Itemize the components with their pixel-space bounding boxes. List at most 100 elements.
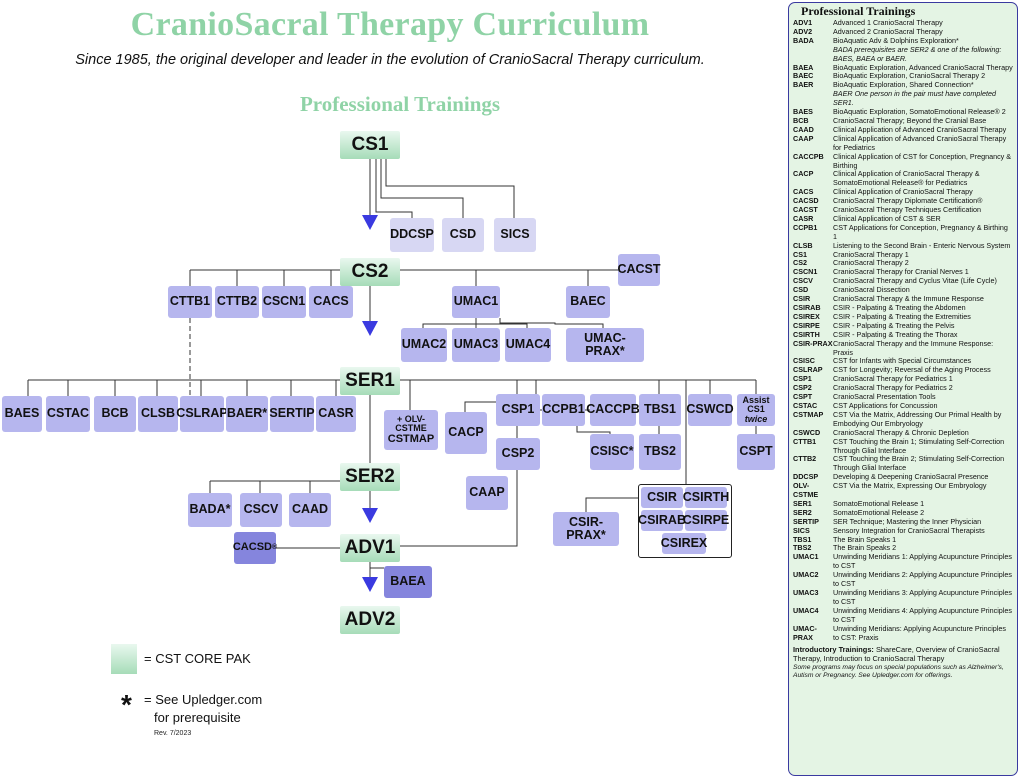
glossary-definition-text: Clinical Application of CranioSacral The… [833, 187, 973, 197]
glossary-definition: CranioSacral Therapy for Cranial Nerves … [833, 267, 1013, 277]
glossary-definition: CST Via the Matrix, Addressing Our Prima… [833, 409, 1013, 429]
glossary-definition-text: CST for Longevity; Reversal of the Aging… [833, 365, 991, 375]
course-csirex: CSIREX [661, 533, 707, 554]
glossary-code: CSIR [793, 294, 811, 304]
tagline: Since 1985, the original developer and l… [75, 52, 705, 68]
course-csisc: CSISC* [590, 434, 634, 470]
core-pak-legend: = CST CORE PAK [144, 651, 251, 666]
glossary-definition: BioAquatic Exploration, Shared Connectio… [833, 80, 1013, 108]
glossary-definition: CranioSacral Therapy for Pediatrics 2 [833, 383, 1013, 393]
glossary-title: Professional Trainings [801, 4, 916, 18]
glossary-definition-text: Clinical Application of CranioSacral The… [833, 169, 980, 188]
glossary-definition-text: CST Touching the Brain 1; Stimulating Se… [833, 436, 1005, 455]
glossary-entry: CCPB1 CST Applications for Conception, Pr… [793, 222, 1013, 242]
course-baec: BAEC [566, 286, 610, 318]
glossary-definition-text: BioAquatic Adv & Dolphins Exploration* [833, 35, 959, 45]
glossary-definition: CranioSacral Therapy Techniques Certific… [833, 205, 1013, 215]
glossary-definition: SomatoEmotional Release 1 [833, 498, 1013, 509]
glossary-entry: CSIR CranioSacral Therapy & the Immune Re… [793, 294, 1013, 304]
glossary-definition: CST for Longevity; Reversal of the Aging… [833, 365, 1013, 375]
glossary-definition-text: Clinical Application of CST for Concepti… [833, 151, 1012, 170]
glossary-definition-text: CranioSacral Therapy; Beyond the Cranial… [833, 115, 987, 125]
glossary-code: CSPT [793, 392, 813, 402]
glossary-definition-text: CranioSacral Therapy & Chronic Depletion [833, 427, 969, 437]
glossary-definition-text: Unwinding Meridians: Applying Acupunctur… [833, 623, 1006, 642]
glossary-code: CAAP [793, 133, 814, 143]
glossary-definition-text: Listening to the Second Brain - Enteric … [833, 240, 1011, 250]
glossary-code: UMAC4 [793, 605, 819, 615]
glossary-definition-text: CST Applications for Concussion [833, 400, 938, 410]
glossary-definition-text: Unwinding Meridians 2: Applying Acupunct… [833, 570, 1012, 589]
glossary-code: SERTIP [793, 516, 819, 526]
course-csirab: CSIRAB [638, 510, 686, 531]
glossary-code: CSTAC [793, 400, 818, 410]
glossary-definition-text: CranioSacral Therapy & the Immune Respon… [833, 294, 984, 304]
glossary-definition: CranioSacral Therapy 2 [833, 259, 1013, 268]
glossary-definition: CST Touching the Brain 1; Stimulating Se… [833, 436, 1013, 456]
glossary-definition: Clinical Application of CranioSacral The… [833, 170, 1013, 188]
registered-mark: ® [271, 544, 278, 552]
glossary-code: BCB [793, 115, 809, 125]
glossary-code: CSCV [793, 276, 813, 286]
glossary-note: BADA prerequisites are SER2 & one of the… [833, 44, 1002, 63]
glossary-code: CS2 [793, 258, 807, 268]
glossary-definition-text: CST Via the Matrix, Addressing Our Prima… [833, 409, 1002, 428]
glossary-definition: Advanced 2 CranioSacral Therapy [833, 27, 1013, 37]
course-ccpb1: CCPB1 [542, 394, 585, 426]
glossary-definition: Clinical Application of CST for Concepti… [833, 151, 1013, 171]
glossary-definition-text: CranioSacral Therapy and Cyclus Vitae (L… [833, 276, 997, 286]
course-umac2: UMAC2 [401, 328, 447, 362]
glossary-definition-text: CranioSacral Therapy 2 [833, 258, 909, 268]
glossary-code: CSD [793, 285, 809, 295]
glossary-code: CCPB1 [793, 222, 818, 232]
section-heading: Professional Trainings [299, 92, 501, 116]
glossary-code: BAES [793, 107, 813, 117]
glossary-definition-text: SomatoEmotional Release 1 [833, 498, 925, 508]
glossary-code: DDCSP [793, 472, 819, 482]
course-cttb1: CTTB1 [168, 286, 212, 318]
glossary-definition: CranioSacral Therapy 1 [833, 249, 1013, 260]
connector-lines [27, 158, 757, 592]
glossary-definition-text: CSIR - Palpating & Treating the Pelvis [833, 320, 955, 330]
glossary-definition-text: BioAquatic Exploration, SomatoEmotional … [833, 107, 1006, 117]
glossary-definition-text: CranioSacral Therapy 1 [833, 249, 909, 259]
glossary-definition: CranioSacral Dissection [833, 285, 1013, 295]
glossary-definition: Listening to the Second Brain - Enteric … [833, 240, 1013, 251]
course-umac-prax: UMAC-PRAX* [566, 328, 644, 362]
glossary-definition-text: The Brain Speaks 1 [833, 534, 897, 544]
cacsd-label: CACSD [232, 541, 272, 554]
glossary-definition: Developing & Deepening CranioSacral Pres… [833, 472, 1013, 482]
glossary-definition-text: CranioSacral Therapy for Pediatrics 2 [833, 383, 953, 393]
glossary-definition: Unwinding Meridians 4: Applying Acupunct… [833, 606, 1013, 625]
glossary-definition: Unwinding Meridians: Applying Acupunctur… [833, 623, 1013, 643]
glossary-definition: SomatoEmotional Release 2 [833, 508, 1013, 518]
glossary-entry: BAES BioAquatic Exploration, SomatoEmotio… [793, 107, 1013, 117]
intro-text: ShareCare, Overview of CranioSacral Ther… [793, 645, 1000, 664]
glossary-code: CTTB2 [793, 454, 817, 464]
glossary-entry: DDCSP Developing & Deepening CranioSacral… [793, 472, 1013, 482]
glossary-definition-text: BioAquatic Exploration, Shared Connectio… [833, 80, 974, 90]
glossary-definition-text: CSIR - Palpating & Treating the Thorax [833, 329, 958, 339]
course-cacst: CACST [617, 254, 661, 286]
glossary-definition: BioAquatic Adv & Dolphins Exploration*BA… [833, 35, 1013, 64]
course-caccpb: CACCPB [586, 394, 640, 426]
course-csir-prax: CSIR-PRAX* [553, 512, 619, 546]
course-cswcd: CSWCD [686, 394, 734, 426]
glossary-definition: CST Applications for Conception, Pregnan… [833, 223, 1013, 242]
glossary-definition-text: Clinical Application of CST & SER [833, 213, 941, 223]
